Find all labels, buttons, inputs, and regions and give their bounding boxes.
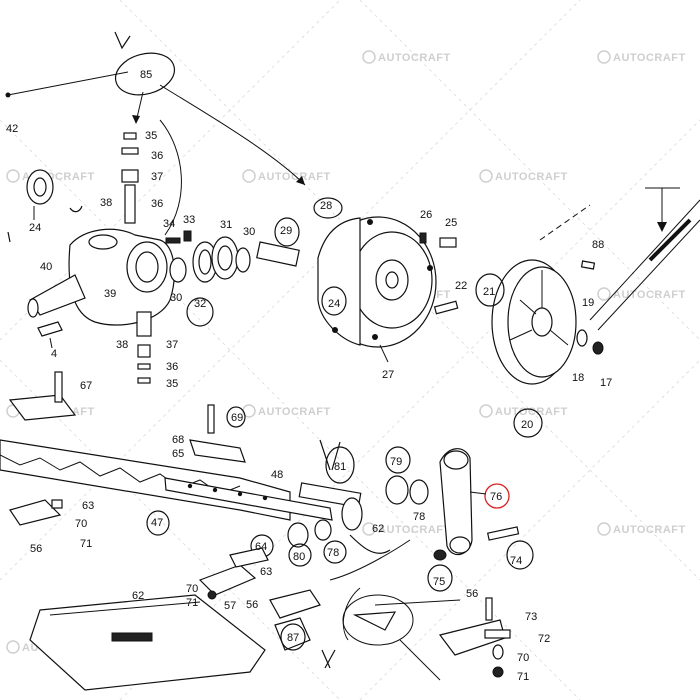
callout-40: 40 <box>40 261 52 273</box>
callout-70: 70 <box>75 518 87 530</box>
callout-85: 85 <box>140 69 152 81</box>
watermark-logo: AUTOCRAFT <box>597 287 686 301</box>
callout-73: 73 <box>525 611 537 623</box>
callout-36: 36 <box>151 198 163 210</box>
callout-17: 17 <box>600 377 612 389</box>
callout-78: 78 <box>413 511 425 523</box>
watermark-logo: AUTOCRAFT <box>362 50 451 64</box>
callout-35: 35 <box>145 130 157 142</box>
callout-26: 26 <box>420 209 432 221</box>
gearbox-housing-assembly <box>5 31 306 384</box>
watermark-logo: AUTOCRAFT <box>597 522 686 536</box>
callout-76: 76 <box>490 491 502 503</box>
callout-28: 28 <box>320 200 332 212</box>
svg-text:AUTOCRAFT: AUTOCRAFT <box>613 524 686 536</box>
svg-text:AUTOCRAFT: AUTOCRAFT <box>258 171 331 183</box>
svg-text:AUTOCRAFT: AUTOCRAFT <box>613 52 686 64</box>
highlight-ring-76 <box>484 483 510 509</box>
watermark-logo: AUTOCRAFT <box>242 169 331 183</box>
callout-25: 25 <box>445 217 457 229</box>
watermark-logo: AUTOCRAFT <box>479 404 568 418</box>
callout-39: 39 <box>104 288 116 300</box>
callout-71: 71 <box>186 597 198 609</box>
callout-27: 27 <box>382 369 394 381</box>
callout-37: 37 <box>166 339 178 351</box>
watermark-logo: AUTOCRAFT <box>362 522 451 536</box>
svg-text:AUTOCRAFT: AUTOCRAFT <box>258 406 331 418</box>
callout-70: 70 <box>186 583 198 595</box>
callout-71: 71 <box>80 538 92 550</box>
callout-30: 30 <box>170 292 182 304</box>
callout-56: 56 <box>246 599 258 611</box>
callout-33: 33 <box>183 214 195 226</box>
callout-37: 37 <box>151 171 163 183</box>
bottom-plates-assembly <box>29 587 511 691</box>
callout-35: 35 <box>166 378 178 390</box>
callout-63: 63 <box>82 500 94 512</box>
callout-71: 71 <box>517 671 529 683</box>
callout-70: 70 <box>517 652 529 664</box>
callout-65: 65 <box>172 448 184 460</box>
callout-36: 36 <box>151 150 163 162</box>
callout-24: 24 <box>29 222 41 234</box>
callout-29: 29 <box>280 225 292 237</box>
callout-32: 32 <box>194 298 206 310</box>
callout-80: 80 <box>293 551 305 563</box>
callout-38: 38 <box>116 339 128 351</box>
callout-34: 34 <box>163 218 175 230</box>
svg-text:AUTOCRAFT: AUTOCRAFT <box>495 406 568 418</box>
callout-20: 20 <box>521 419 533 431</box>
callout-22: 22 <box>455 280 467 292</box>
watermark-logo: AUTOCRAFT <box>242 404 331 418</box>
callout-56: 56 <box>30 543 42 555</box>
callout-56: 56 <box>466 588 478 600</box>
callout-62: 62 <box>132 590 144 602</box>
svg-text:AUTOCRAFT: AUTOCRAFT <box>613 289 686 301</box>
callout-68: 68 <box>172 434 184 446</box>
callout-38: 38 <box>100 197 112 209</box>
callout-78: 78 <box>327 547 339 559</box>
callout-36: 36 <box>166 361 178 373</box>
svg-text:AUTOCRAFT: AUTOCRAFT <box>378 52 451 64</box>
callout-64: 64 <box>255 541 267 553</box>
svg-text:AUTOCRAFT: AUTOCRAFT <box>495 171 568 183</box>
callout-48: 48 <box>271 469 283 481</box>
callout-67: 67 <box>80 380 92 392</box>
callout-4: 4 <box>51 348 57 360</box>
callout-87: 87 <box>287 632 299 644</box>
clutch-drum-assembly <box>256 197 459 363</box>
callout-57: 57 <box>224 600 236 612</box>
watermark-logos: AUTOCRAFT AUTOCRAFT AUTOCRAFT AUTOCRAFT … <box>6 50 686 654</box>
callout-75: 75 <box>433 576 445 588</box>
callout-31: 31 <box>220 219 232 231</box>
callout-62: 62 <box>372 523 384 535</box>
callout-labels: 85 42 35 36 37 38 36 24 34 33 31 30 40 3… <box>6 69 612 683</box>
callout-21: 21 <box>483 286 495 298</box>
callout-47: 47 <box>151 517 163 529</box>
callout-79: 79 <box>390 456 402 468</box>
svg-text:AUTOCRAFT: AUTOCRAFT <box>378 524 451 536</box>
callout-74: 74 <box>510 555 522 567</box>
watermark-logo: AUTOCRAFT <box>597 50 686 64</box>
callout-18: 18 <box>572 372 584 384</box>
callout-63: 63 <box>260 566 272 578</box>
pulley-assembly <box>475 187 700 438</box>
callout-19: 19 <box>582 297 594 309</box>
callout-72: 72 <box>538 633 550 645</box>
watermark-logo: AUTOCRAFT <box>479 169 568 183</box>
callout-30: 30 <box>243 226 255 238</box>
callout-88: 88 <box>592 239 604 251</box>
cutter-bar-assembly <box>0 371 534 600</box>
callout-69: 69 <box>231 412 243 424</box>
callout-24: 24 <box>328 298 340 310</box>
callout-42: 42 <box>6 123 18 135</box>
callout-81: 81 <box>334 461 346 473</box>
